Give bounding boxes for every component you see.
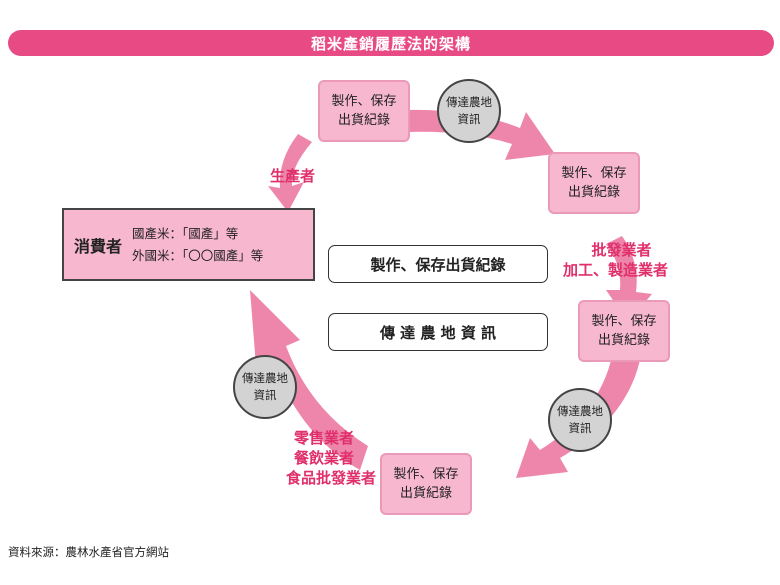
info-line-1: 傳達農地 xyxy=(557,404,603,418)
info-line-1: 傳達農地 xyxy=(242,371,288,385)
consumer-title: 消費者 xyxy=(74,236,123,256)
center-info-box: 傳 達 農 地 資 訊 xyxy=(328,313,548,351)
record-line-2: 出貨紀錄 xyxy=(337,113,390,128)
title-bar: 稻米產銷履歷法的架構 xyxy=(8,30,774,56)
arrow-bottom-right xyxy=(516,356,640,478)
info-circle-left: 傳達農地 資訊 xyxy=(233,355,297,419)
info-line-2: 資訊 xyxy=(457,112,481,126)
record-box-retail: 製作、保存 出貨紀錄 xyxy=(380,453,472,515)
center-record-box: 製作、保存出貨紀錄 xyxy=(328,245,548,283)
record-line-1: 製作、保存 xyxy=(561,166,627,181)
info-line-2: 資訊 xyxy=(568,421,592,435)
role-wholesale-line-1: 批發業者 xyxy=(591,241,652,259)
role-retail-line-1: 零售業者 xyxy=(293,429,354,447)
role-retail-line-3: 食品批發業者 xyxy=(285,469,376,487)
diagram-title: 稻米產銷履歷法的架構 xyxy=(310,34,471,53)
role-wholesale-line-2: 加工、製造業者 xyxy=(563,261,669,279)
role-retail: 零售業者 餐飲業者 食品批發業者 xyxy=(258,428,376,488)
role-producer: 生產者 xyxy=(270,167,316,185)
record-box-wholesale-bottom: 製作、保存 出貨紀錄 xyxy=(578,300,670,362)
role-wholesale: 批發業者 加工、製造業者 xyxy=(563,240,668,280)
record-line-2: 出貨紀錄 xyxy=(597,333,650,348)
record-line-1: 製作、保存 xyxy=(591,314,657,329)
arrow-upper-left xyxy=(268,134,312,212)
record-box-producer: 製作、保存 出貨紀錄 xyxy=(318,80,410,142)
role-retail-line-2: 餐飲業者 xyxy=(293,449,354,467)
record-line-2: 出貨紀錄 xyxy=(567,185,620,200)
info-line-2: 資訊 xyxy=(253,388,277,402)
consumer-line-domestic: 國產米：「國產」等 xyxy=(132,225,239,241)
info-circle-right: 傳達農地 資訊 xyxy=(548,388,612,452)
record-line-1: 製作、保存 xyxy=(331,94,397,109)
consumer-box: 消費者 國產米：「國產」等 外國米：「〇〇國產」等 xyxy=(62,208,315,281)
consumer-line-foreign: 外國米：「〇〇國產」等 xyxy=(132,247,264,263)
record-box-wholesale-top: 製作、保存 出貨紀錄 xyxy=(548,152,640,214)
consumer-labels: 國產米：「國產」等 外國米：「〇〇國產」等 xyxy=(132,223,263,267)
arrow-left-up xyxy=(250,290,368,470)
info-line-1: 傳達農地 xyxy=(446,95,492,109)
record-line-1: 製作、保存 xyxy=(393,467,459,482)
record-line-2: 出貨紀錄 xyxy=(399,486,452,501)
info-circle-top: 傳達農地 資訊 xyxy=(437,79,501,143)
source-note: 資料來源：農林水產省官方網站 xyxy=(8,545,169,559)
